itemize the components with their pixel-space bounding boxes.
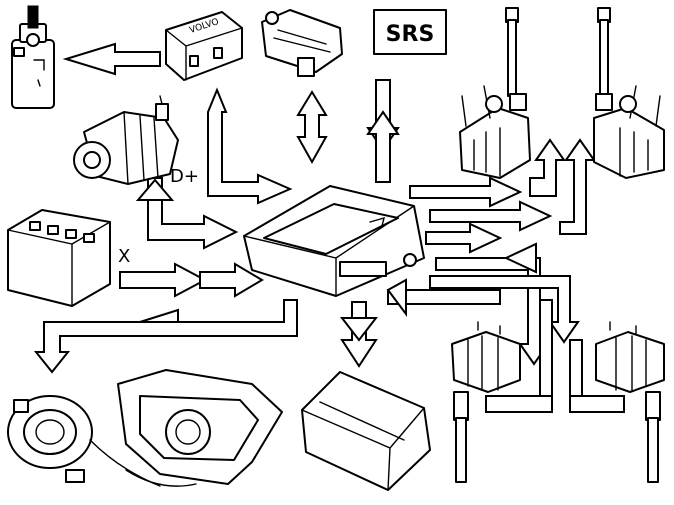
relay-module: VOLVO xyxy=(165,11,243,81)
srs-control-module xyxy=(243,185,425,297)
arrow-relay-to-module xyxy=(207,87,293,205)
ignition-switch xyxy=(11,5,55,109)
diagnostic-connector xyxy=(261,9,343,77)
arrow-relay-to-ignition xyxy=(62,42,161,76)
seatbelt-pretensioner-front-left xyxy=(459,7,531,179)
seatbelt-pretensioner-front-right xyxy=(593,7,665,179)
seatbelt-pretensioner-rear-left xyxy=(451,321,521,483)
passenger-airbag xyxy=(301,371,431,491)
seatbelt-pretensioner-rear-right xyxy=(595,321,665,483)
clock-spring xyxy=(7,395,161,487)
battery xyxy=(7,209,111,307)
arrow-diagnostic-bidirectional xyxy=(296,90,328,165)
arrow-module-to-front-left-belt xyxy=(409,176,523,208)
d-plus-label: D+ xyxy=(170,166,199,187)
x-label: X xyxy=(118,246,130,267)
srs-warning-lamp: SRS xyxy=(373,9,447,55)
alternator xyxy=(73,95,179,185)
arrow-module-to-front-right-belt xyxy=(429,200,553,232)
flow-arrows xyxy=(33,42,625,413)
arrow-module-to-rear-right-belt xyxy=(429,275,580,344)
arrow-battery-to-module xyxy=(119,262,208,298)
steering-wheel-airbag xyxy=(117,369,283,487)
srs-label: SRS xyxy=(386,22,435,47)
arrow-module-to-clockspring xyxy=(33,299,298,374)
